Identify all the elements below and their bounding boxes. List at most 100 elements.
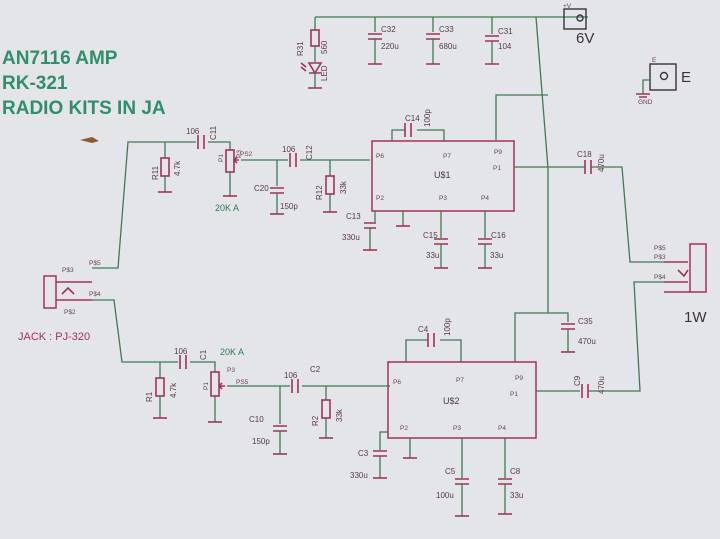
capacitor-c32: C32 220u (368, 25, 399, 64)
svg-text:680u: 680u (439, 42, 457, 51)
svg-text:PS2: PS2 (240, 151, 253, 158)
svg-text:R12: R12 (315, 185, 324, 200)
svg-text:C33: C33 (439, 25, 454, 34)
svg-text:150p: 150p (280, 202, 298, 211)
svg-text:C1: C1 (199, 349, 208, 360)
headphone-jack: P$5 P$3 P$4 P$2 JACK : PJ-320 (18, 260, 101, 343)
svg-text:C2: C2 (310, 365, 321, 374)
svg-text:P1: P1 (218, 154, 225, 162)
svg-text:R2: R2 (311, 415, 320, 426)
resistor-r2: R2 33k (311, 399, 344, 439)
capacitor-c31: C31 104 (485, 27, 513, 64)
svg-text:P3: P3 (453, 425, 461, 432)
svg-text:470u: 470u (597, 154, 606, 172)
svg-text:220u: 220u (381, 42, 399, 51)
svg-text:C4: C4 (418, 325, 429, 334)
svg-text:C12: C12 (305, 145, 314, 160)
svg-text:33u: 33u (490, 251, 503, 260)
svg-text:330u: 330u (342, 233, 360, 242)
svg-text:560: 560 (320, 40, 329, 54)
svg-text:C10: C10 (249, 415, 264, 424)
svg-text:P$5: P$5 (654, 245, 666, 252)
svg-text:C31: C31 (498, 27, 513, 36)
svg-text:330u: 330u (350, 471, 368, 480)
svg-text:E: E (652, 57, 657, 64)
svg-text:GND: GND (638, 99, 653, 106)
svg-text:C13: C13 (346, 212, 361, 221)
svg-text:P2: P2 (376, 195, 384, 202)
title-line-3: RADIO KITS IN JA (2, 98, 166, 119)
svg-text:C9: C9 (573, 375, 582, 386)
potentiometer-p2: P1 P3 PS5 20K A (203, 347, 249, 423)
svg-text:P7: P7 (456, 377, 464, 384)
svg-text:P6: P6 (376, 153, 384, 160)
jack-label: JACK : PJ-320 (18, 331, 90, 343)
svg-text:106: 106 (282, 145, 296, 154)
svg-text:C16: C16 (491, 231, 506, 240)
svg-text:P$4: P$4 (654, 274, 666, 281)
svg-text:C35: C35 (578, 317, 593, 326)
led: LED (300, 62, 329, 88)
capacitor-c33: C33 680u (426, 25, 457, 64)
supply-voltage-label: 6V (576, 30, 594, 47)
svg-text:33u: 33u (426, 251, 439, 260)
power-rail (314, 16, 588, 362)
capacitor-c18: C18 470u (575, 150, 664, 263)
svg-text:P3: P3 (439, 195, 447, 202)
svg-text:P3: P3 (236, 150, 243, 158)
ic-u1: U$1 P6 P2 P7 P9 P1 P3 P4 C14 100p C13 33… (342, 109, 575, 269)
svg-text:P7: P7 (443, 153, 451, 160)
resistor-r1: R1 4.7k (145, 377, 178, 419)
resistor-r11: R11 4.7k (151, 157, 182, 193)
resistor-r31: R31 560 (296, 29, 329, 62)
capacitor-c35: C35 470u (561, 317, 596, 353)
svg-text:P4: P4 (481, 195, 489, 202)
svg-text:LED: LED (320, 65, 329, 81)
svg-text:C15: C15 (423, 231, 438, 240)
svg-text:P9: P9 (494, 149, 502, 156)
svg-text:P4: P4 (498, 425, 506, 432)
speaker-power-label: 1W (684, 309, 707, 326)
svg-text:C11: C11 (209, 125, 218, 140)
svg-text:470u: 470u (578, 337, 596, 346)
resistor-r12: R12 33k (315, 175, 348, 213)
svg-text:33k: 33k (339, 180, 348, 194)
svg-text:C3: C3 (358, 449, 369, 458)
capacitor-c1: 106 C1 (174, 347, 208, 369)
svg-text:33u: 33u (510, 491, 523, 500)
svg-text:P1: P1 (203, 382, 210, 390)
svg-text:P$3: P$3 (62, 267, 74, 274)
svg-text:+V: +V (563, 3, 572, 10)
svg-text:U$2: U$2 (443, 396, 460, 406)
svg-text:R1: R1 (145, 391, 154, 402)
svg-text:100u: 100u (436, 491, 454, 500)
svg-text:4.7k: 4.7k (169, 382, 178, 398)
svg-text:P9: P9 (515, 375, 523, 382)
pen-mark (80, 137, 99, 143)
svg-text:E: E (681, 69, 691, 86)
capacitor-c11: 106 C11 (186, 125, 218, 149)
svg-text:C20: C20 (254, 184, 269, 193)
svg-text:P6: P6 (393, 379, 401, 386)
ground-connector: E E GND (636, 57, 691, 106)
svg-text:4.7k: 4.7k (173, 160, 182, 176)
speaker-connector: P$5 P$3 P$4 1W (654, 243, 707, 326)
svg-text:P3: P3 (227, 367, 235, 374)
svg-text:106: 106 (284, 371, 298, 380)
svg-text:C8: C8 (510, 467, 521, 476)
svg-text:33k: 33k (335, 408, 344, 422)
capacitor-c9: C9 470u (573, 281, 664, 398)
potentiometer-p1: P1 P3 PS2 20K A (215, 149, 253, 213)
svg-text:100p: 100p (423, 109, 432, 127)
lower-input-wires (92, 299, 390, 424)
svg-text:106: 106 (174, 347, 188, 356)
svg-text:150p: 150p (252, 437, 270, 446)
svg-text:C5: C5 (445, 467, 456, 476)
svg-text:C18: C18 (577, 150, 592, 159)
svg-text:P1: P1 (510, 391, 518, 398)
svg-text:P1: P1 (493, 165, 501, 172)
svg-text:P$5: P$5 (89, 260, 101, 267)
supply-connector: +V 6V (563, 3, 594, 47)
ic-u2: U$2 P6 P2 P7 P9 P1 P3 P4 C4 100p C3 330u… (350, 318, 580, 517)
